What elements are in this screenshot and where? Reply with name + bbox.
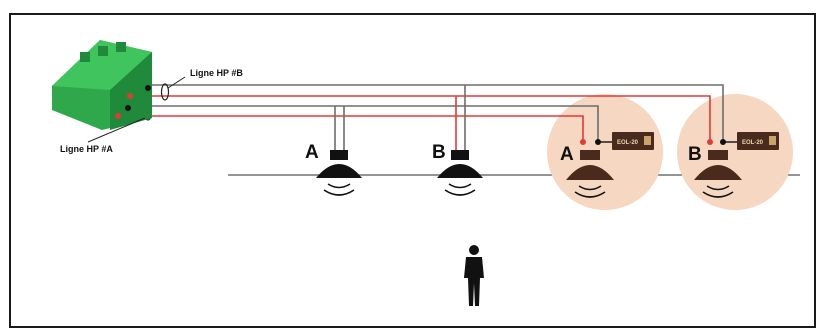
label-line-b: Ligne HP #B: [190, 68, 243, 78]
speaker-icon: [316, 150, 362, 196]
speaker-letter-1: A: [305, 142, 319, 163]
svg-text:EOL-20: EOL-20: [617, 140, 639, 146]
speaker-icon: [566, 139, 614, 198]
speaker-icon: [694, 139, 742, 198]
wire-line-a-gray: [130, 105, 599, 142]
wire-line-b-gray: [150, 84, 724, 142]
eol-zone-circle-a: [547, 94, 663, 210]
speaker-icon: [437, 150, 483, 196]
label-line-a: Ligne HP #A: [60, 144, 113, 154]
wire-line-a-red: [118, 115, 584, 142]
wire-line-b-red: [150, 95, 711, 142]
terminal-block-connector: [52, 40, 152, 130]
speaker-letter-4: B: [688, 144, 702, 165]
speaker-letter-3: A: [560, 144, 574, 165]
eol-module-icon: EOL-20: [737, 132, 779, 150]
wire-set: [118, 84, 724, 150]
speaker-letter-2: B: [432, 142, 446, 163]
svg-text:EOL-20: EOL-20: [742, 140, 764, 146]
eol-zone-circle-b: [677, 94, 793, 210]
eol-module-icon: EOL-20: [612, 132, 654, 150]
person-silhouette-icon: [464, 245, 484, 306]
